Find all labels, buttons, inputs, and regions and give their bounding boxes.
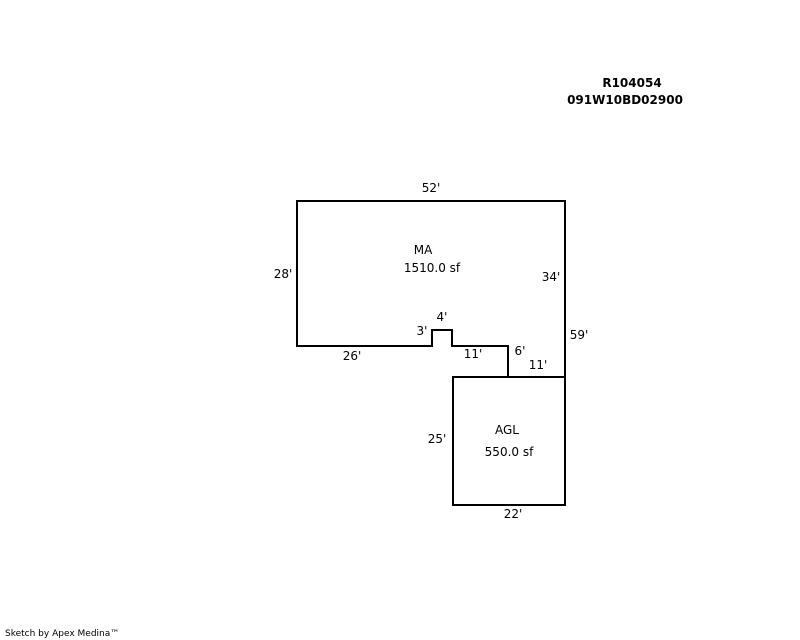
dim-notch-left: 3' [417,324,428,338]
dim-garage-bottom: 22' [504,507,523,521]
main-area-outline [296,200,566,378]
garage-area-code: AGL [495,423,519,437]
map-tax-lot: 091W10BD02900 [567,93,683,107]
garage-area-size: 550.0 sf [485,445,534,459]
garage-outline [452,376,566,506]
main-area-size: 1510.0 sf [404,261,461,275]
account-number: R104054 [602,76,661,90]
dim-main-bottom-mid: 11' [464,347,483,361]
dim-jog-vertical: 6' [515,344,526,358]
dim-main-right: 34' [542,270,561,284]
dim-overall-right: 59' [570,328,589,342]
main-area-code: MA [414,243,433,257]
dim-garage-left: 25' [428,432,447,446]
dim-notch-top: 4' [437,310,448,324]
dim-main-top: 52' [422,181,441,195]
dim-jog-horizontal: 11' [529,358,548,372]
dim-main-bottom-left: 26' [343,349,362,363]
dim-main-left: 28' [274,267,293,281]
sketch-credit: Sketch by Apex Medina™ [5,629,119,639]
